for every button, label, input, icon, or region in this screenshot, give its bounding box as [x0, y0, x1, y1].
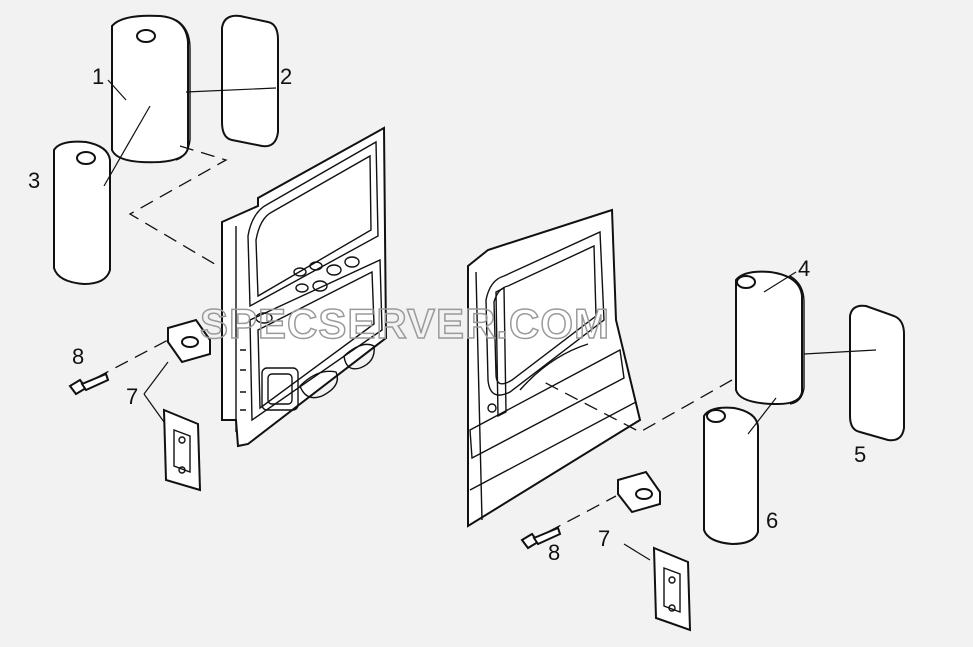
leader-5 — [803, 349, 877, 355]
left-wide-angle-mirror — [53, 140, 111, 286]
right-wide-angle-mirror — [703, 406, 759, 546]
leader-7b — [143, 393, 165, 423]
watermark-text: SPECSERVER.COM — [200, 300, 610, 347]
callout-1: 1 — [92, 64, 104, 89]
callout-2: 2 — [280, 64, 292, 89]
callout-7-left: 7 — [126, 384, 138, 409]
leader-7-right — [623, 543, 651, 561]
left-dashed-screw — [95, 339, 169, 379]
left-screw — [68, 372, 110, 396]
right-dashed-mount — [539, 379, 733, 433]
leader-6 — [747, 397, 777, 435]
left-clamp — [167, 318, 211, 364]
left-mirror-glass — [221, 14, 279, 148]
callout-5: 5 — [854, 442, 866, 467]
leader-7a — [143, 361, 169, 395]
left-main-mirror — [111, 14, 191, 164]
callout-4: 4 — [798, 256, 810, 281]
leader-4 — [763, 271, 797, 293]
callout-8-left: 8 — [72, 344, 84, 369]
right-mirror-glass — [849, 304, 905, 442]
callout-8-right: 8 — [548, 540, 560, 565]
leader-3 — [103, 105, 151, 187]
callout-7-right: 7 — [598, 526, 610, 551]
leader-1 — [107, 79, 127, 101]
right-bracket-plate — [652, 546, 692, 632]
right-main-mirror — [735, 270, 805, 406]
right-dashed-screw — [547, 495, 617, 533]
right-screw — [520, 526, 562, 550]
callout-6: 6 — [766, 508, 778, 533]
right-clamp — [617, 470, 661, 514]
left-door — [221, 126, 388, 448]
left-dashed-mount — [128, 145, 228, 267]
left-bracket-plate — [162, 408, 202, 492]
leader-2 — [185, 87, 277, 93]
callout-3: 3 — [28, 168, 40, 193]
right-door — [467, 208, 642, 528]
